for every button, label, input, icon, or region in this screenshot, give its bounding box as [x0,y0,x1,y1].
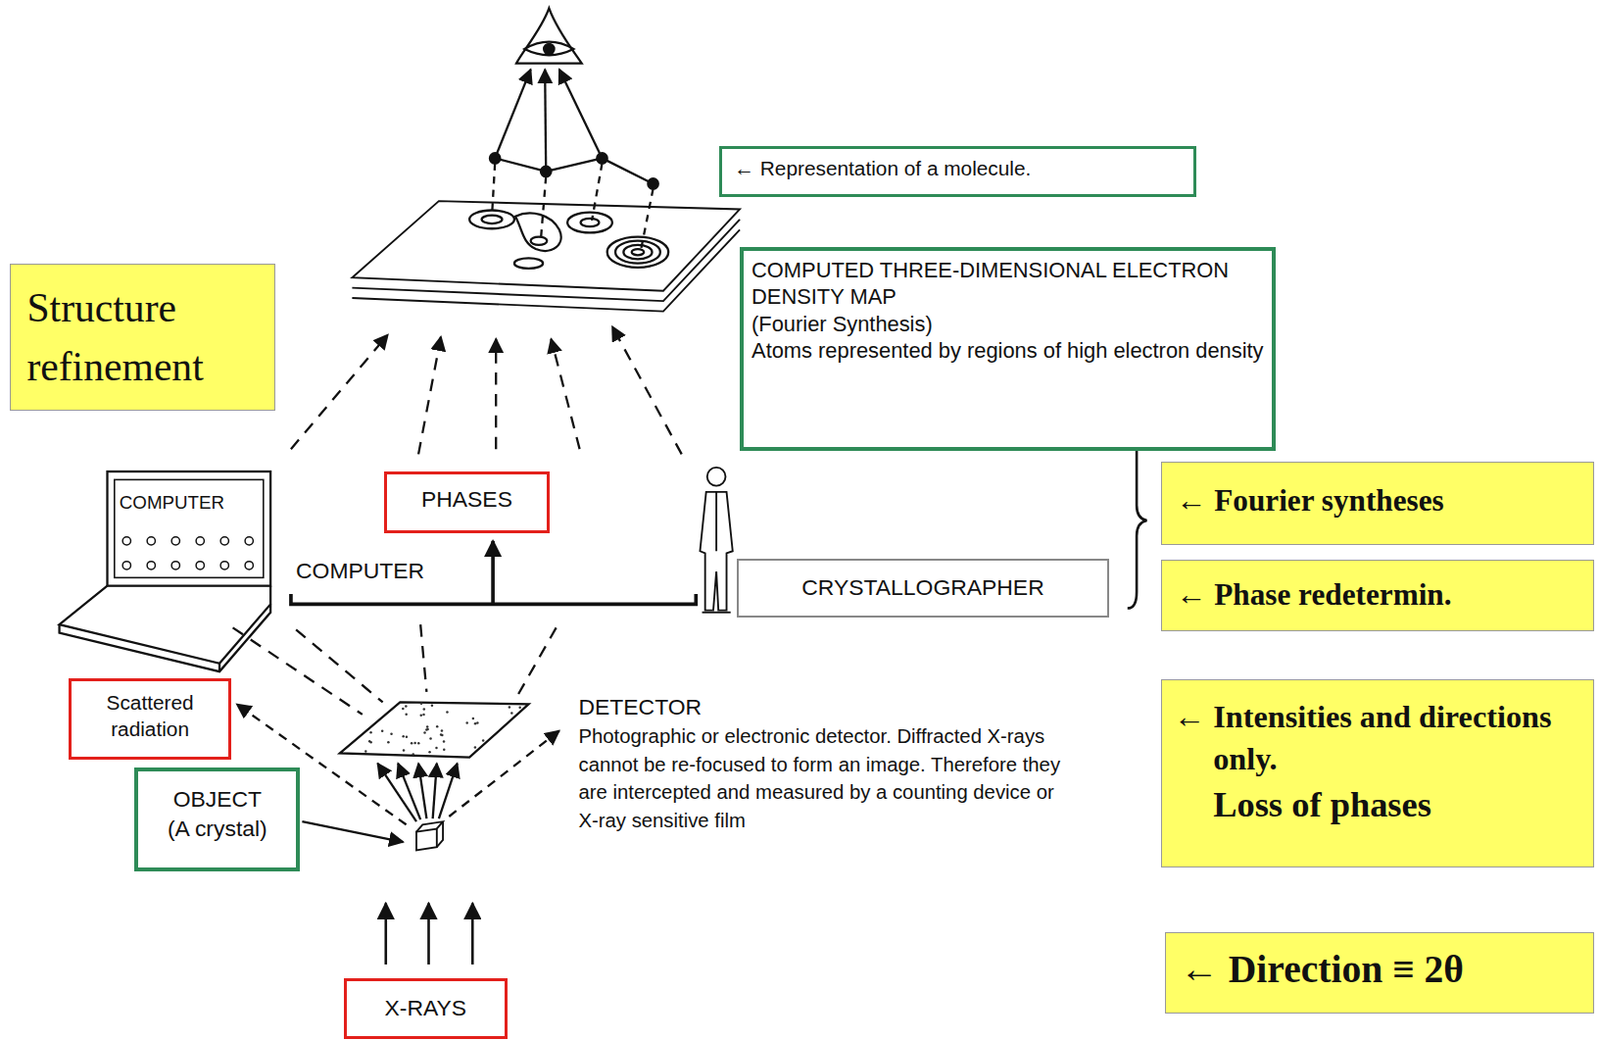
node-text: (Fourier Synthesis) [751,310,1264,338]
step-box: ← Direction ≡ 2θ [1164,931,1594,1014]
data-lines [233,624,557,715]
node-text: PHASES [390,485,544,513]
callout-box: ← Representation of a molecule. [719,145,1196,197]
crystallographer-figure [699,467,732,613]
node-text: OBJECT [142,784,292,815]
screen-label: COMPUTER [119,491,258,515]
diffraction-spots [364,702,522,756]
description-box: COMPUTED THREE-DIMENSIONAL ELECTRON DENS… [739,246,1276,451]
node-text: Scattered radiation [75,688,226,742]
step-box: Structure refinement [9,263,276,412]
node-text: ← Phase redetermin. [1175,576,1580,614]
phase-bar [290,540,696,605]
drop-lines [491,163,654,251]
node-text: ← Representation of a molecule. [733,156,1181,182]
computer-buttons [122,536,253,570]
node-text: CRYSTALLOGRAPHER [742,574,1104,601]
quantity-box: X-RAYS [343,977,508,1039]
object-pointer [301,821,403,842]
eye-symbol [543,44,554,54]
step-box: ← Phase redetermin. [1161,559,1595,631]
node-text: ← Fourier syntheses [1175,482,1580,520]
node-text: COMPUTED THREE-DIMENSIONAL ELECTRON DENS… [751,256,1264,311]
note-text: Photographic or electronic detector. Dif… [579,722,1069,834]
x-ray-arrows [386,902,474,964]
molecule-model [489,152,659,189]
node-text: ← Direction ≡ 2θ [1179,946,1579,993]
part-name: DETECTOR [579,693,885,721]
node-text: (A crystal) [142,814,292,844]
object-box: OBJECT(A crystal) [134,767,300,872]
step-box: ← Intensities and directions only.Loss o… [1161,678,1595,869]
node-text: Structure refinement [26,278,259,397]
computer-drawing [59,471,272,672]
role-box: CRYSTALLOGRAPHER [736,558,1110,618]
sight-lines [494,69,602,172]
computer-label: COMPUTER [295,557,490,584]
bracket [1127,434,1148,609]
node-text: X-RAYS [350,994,501,1021]
crystal-symbol [416,821,443,850]
node-text: ← Intensities and directions only. [1212,695,1580,781]
eye-symbol [524,42,574,56]
node-text: Loss of phases [1212,780,1580,829]
quantity-box: PHASES [384,471,551,533]
density-map [351,200,740,311]
synthesis-arrows [290,326,682,454]
step-box: ← Fourier syntheses [1161,461,1595,545]
quantity-box: Scattered radiation [68,678,233,760]
eye-symbol [516,7,582,63]
node-text: Atoms represented by regions of high ele… [751,337,1264,364]
detector-plate [339,701,530,757]
